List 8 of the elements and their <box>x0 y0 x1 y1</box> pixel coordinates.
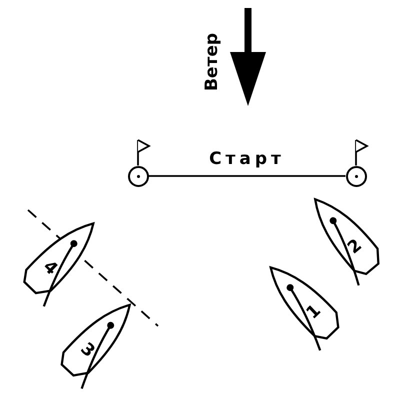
boat-number: 3 <box>75 338 100 363</box>
buoy-circle <box>128 166 148 186</box>
buoy-circle <box>346 166 366 186</box>
boat-number: 1 <box>302 300 326 325</box>
boat-number: 2 <box>343 234 367 260</box>
boat-number: 4 <box>38 256 62 281</box>
start-line <box>148 175 346 177</box>
wind-label: Ветер <box>202 32 222 92</box>
